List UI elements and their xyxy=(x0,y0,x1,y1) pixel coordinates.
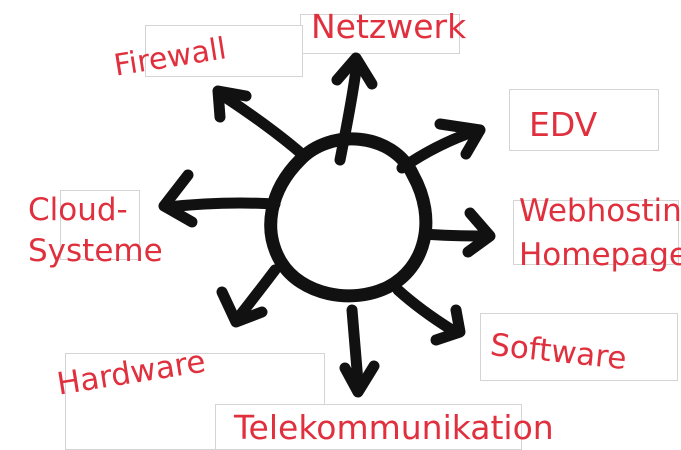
note-paper-webhosting xyxy=(513,200,679,265)
arrow-cloud-icon xyxy=(158,169,281,228)
note-paper-software xyxy=(480,313,678,381)
arrow-telekommunikation-icon xyxy=(339,304,380,398)
center-circle-icon xyxy=(264,132,433,303)
note-paper-firewall xyxy=(145,25,303,77)
label-cloud-line1: Cloud- xyxy=(28,192,128,228)
arrow-software-icon xyxy=(392,284,466,346)
label-webhosting-line1: Webhosting xyxy=(519,193,681,229)
label-cloud-line2: Systeme xyxy=(28,233,163,269)
arrow-edv-icon xyxy=(396,118,486,174)
label-netzwerk: Netzwerk xyxy=(311,7,467,46)
arrow-netzwerk-icon xyxy=(331,52,378,166)
label-webhosting-line2: Homepage xyxy=(519,237,681,273)
note-paper-telekommunikation xyxy=(215,404,522,450)
arrow-firewall-icon xyxy=(212,85,309,161)
note-paper-edv xyxy=(509,89,659,151)
note-paper-cloud xyxy=(60,190,140,260)
label-edv: EDV xyxy=(529,105,598,144)
arrow-webhosting-icon xyxy=(419,207,496,258)
note-paper-netzwerk xyxy=(300,14,460,54)
arrow-hardware-icon xyxy=(216,264,281,328)
label-telekommunikation: Telekommunikation xyxy=(234,408,554,447)
